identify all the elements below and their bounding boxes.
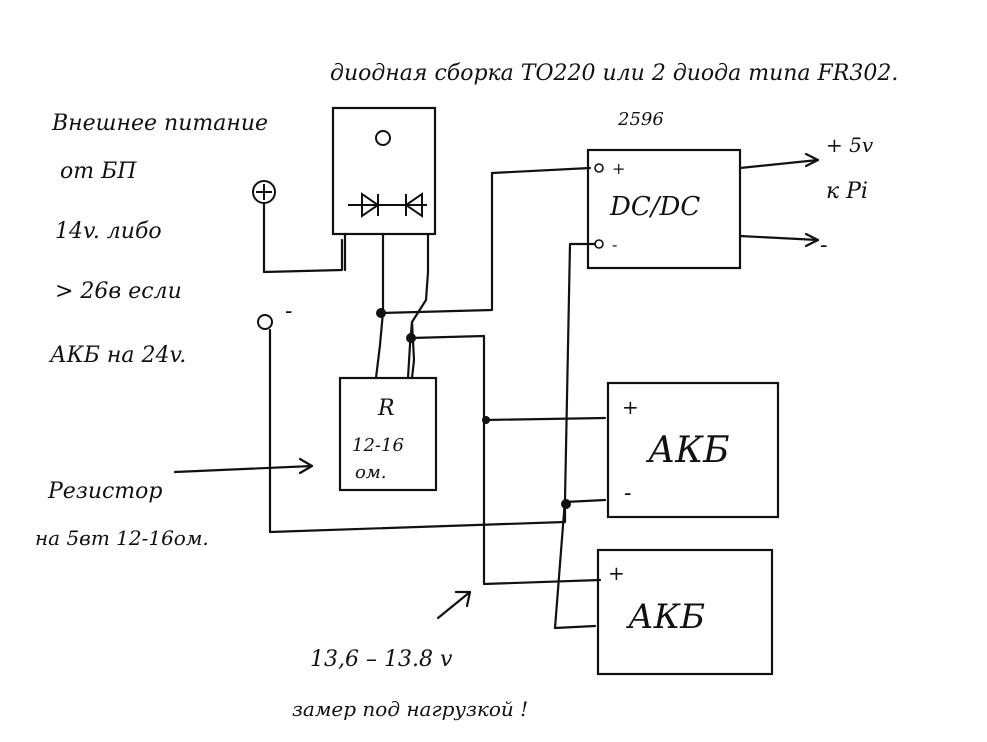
- resistor-note-line-2: на 5вт 12-16ом.: [35, 526, 209, 550]
- resistor-note-line-1: Резистор: [47, 479, 163, 504]
- resistor-right-lead: [406, 270, 430, 380]
- power-note: Внешнее питание от БП 14v. либо > 26в ес…: [48, 111, 268, 368]
- minus-terminal-label: -: [285, 299, 292, 324]
- output-minus-label: -: [820, 233, 827, 258]
- minus-terminal: [257, 314, 273, 330]
- plus-input-wire: [262, 201, 344, 274]
- voltage-caption: замер под нагрузкой !: [292, 697, 528, 721]
- dcdc-minus-terminal: [594, 239, 604, 249]
- battery-2-plus: +: [608, 561, 625, 585]
- battery-1-plus: +: [622, 395, 639, 419]
- arrow-icon: [436, 590, 472, 620]
- diode-assembly: [331, 106, 437, 314]
- dcdc-chip-label: 2596: [617, 109, 664, 130]
- arrow-icon: [738, 152, 820, 248]
- resistor-right-lead-b: [410, 320, 416, 380]
- battery-1: АКБ + -: [606, 381, 780, 519]
- output-target-label: к Pi: [826, 179, 868, 204]
- battery1-minus-wire: [563, 498, 607, 504]
- dcdc-input-plus: +: [612, 159, 625, 178]
- charge-bus-wire: [409, 334, 602, 586]
- output-plus-label: + 5v: [826, 133, 874, 157]
- dcdc-converter: 2596 DC/DC + -: [586, 109, 742, 270]
- resistor-unit: ом.: [355, 462, 386, 483]
- resistor-value: 12-16: [352, 435, 404, 456]
- diode-assembly-note: диодная сборка TO220 или 2 диода типа FR…: [330, 61, 898, 86]
- power-note-line-5: АКБ на 24v.: [48, 343, 186, 368]
- power-note-line-1: Внешнее питание: [51, 111, 268, 136]
- arrow-icon: [173, 457, 314, 475]
- battery-1-minus: -: [624, 481, 631, 506]
- dcdc-input-minus: -: [612, 235, 617, 254]
- battery-2-label: АКБ: [626, 597, 705, 637]
- battery-1-label: АКБ: [645, 430, 730, 471]
- power-note-line-2: от БП: [60, 159, 137, 184]
- junction-dot: [561, 499, 571, 509]
- resistor-label: R: [377, 396, 395, 421]
- dcdc-plus-wire: [379, 166, 592, 315]
- minus-input-wire: [268, 328, 567, 534]
- plus-terminal: [252, 180, 276, 204]
- junction-dot: [482, 416, 490, 424]
- power-note-line-3: 14v. либо: [55, 219, 162, 244]
- dcdc-label: DC/DC: [609, 192, 700, 222]
- resistor: R 12-16 ом.: [338, 376, 438, 492]
- diode-symbol-icon: [348, 192, 427, 218]
- battery-2: АКБ +: [596, 548, 774, 676]
- battery1-plus-wire: [482, 416, 607, 422]
- minus-bus-wire: [553, 242, 597, 630]
- dcdc-plus-terminal: [594, 163, 604, 173]
- resistor-left-lead: [374, 310, 385, 380]
- power-note-line-4: > 26в если: [55, 279, 182, 304]
- voltage-value: 13,6 – 13.8 v: [310, 647, 453, 672]
